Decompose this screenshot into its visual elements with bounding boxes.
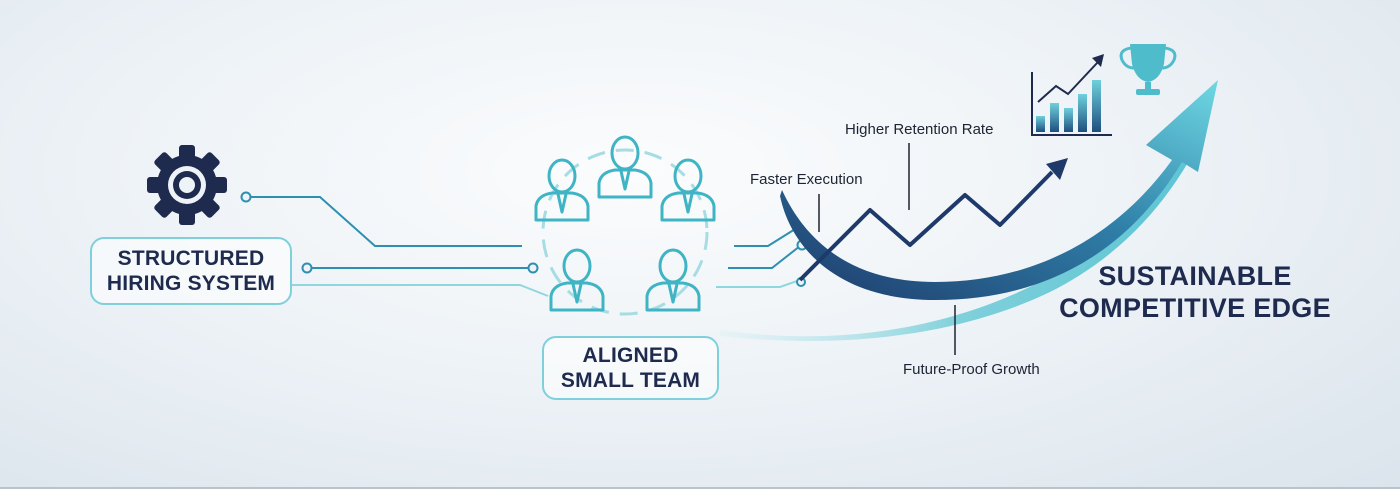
trophy-icon (1119, 44, 1177, 95)
competitive-edge-title: SUSTAINABLE COMPETITIVE EDGE (1020, 260, 1370, 324)
growth-arrow (780, 80, 1218, 300)
circuit-lines-left (240, 191, 549, 297)
future-growth-label: Future-Proof Growth (903, 361, 1040, 378)
callout-lines (818, 143, 956, 355)
hiring-system-box: STRUCTURED HIRING SYSTEM (90, 237, 292, 305)
hiring-system-line1: STRUCTURED (117, 247, 265, 270)
faster-execution-label: Faster Execution (750, 171, 863, 188)
team-line1: ALIGNED (582, 344, 679, 367)
gear-icon (147, 145, 227, 225)
retention-rate-label: Higher Retention Rate (845, 121, 994, 138)
competitive-edge-line2: COMPETITIVE EDGE (1059, 293, 1331, 323)
trend-line (798, 158, 1068, 282)
competitive-edge-line1: SUSTAINABLE (1098, 261, 1292, 291)
hiring-system-line2: HIRING SYSTEM (106, 272, 276, 295)
bottom-divider (0, 487, 1400, 489)
people-icon (534, 135, 716, 316)
team-line2: SMALL TEAM (560, 369, 701, 392)
bar-chart-icon (1031, 54, 1112, 136)
team-box: ALIGNED SMALL TEAM (542, 336, 719, 400)
circuit-lines-right (716, 225, 808, 288)
